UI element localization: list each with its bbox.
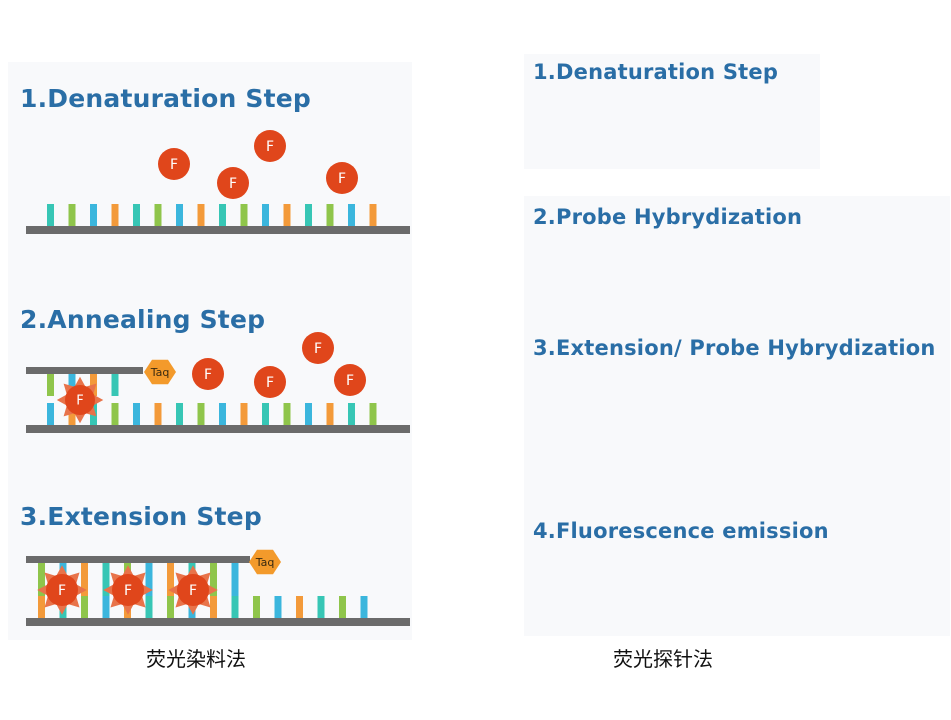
right-panel-lower	[524, 196, 950, 636]
right-step-4-title: 4.Fluorescence emission	[533, 519, 829, 543]
left-caption: 荧光染料法	[146, 647, 246, 671]
right-panel	[524, 54, 820, 169]
right-step-2-title: 2.Probe Hybrydization	[533, 205, 803, 229]
left-step-3-title: 3.Extension Step	[20, 502, 262, 531]
right-step-3-title: 3.Extension/ Probe Hybrydization	[533, 336, 936, 360]
left-step-2-title: 2.Annealing Step	[20, 305, 266, 334]
right-caption: 荧光探针法	[613, 647, 713, 671]
right-step-1-title: 1.Denaturation Step	[533, 60, 779, 84]
left-step-1-title: 1.Denaturation Step	[20, 84, 312, 113]
left-panel	[8, 62, 412, 640]
